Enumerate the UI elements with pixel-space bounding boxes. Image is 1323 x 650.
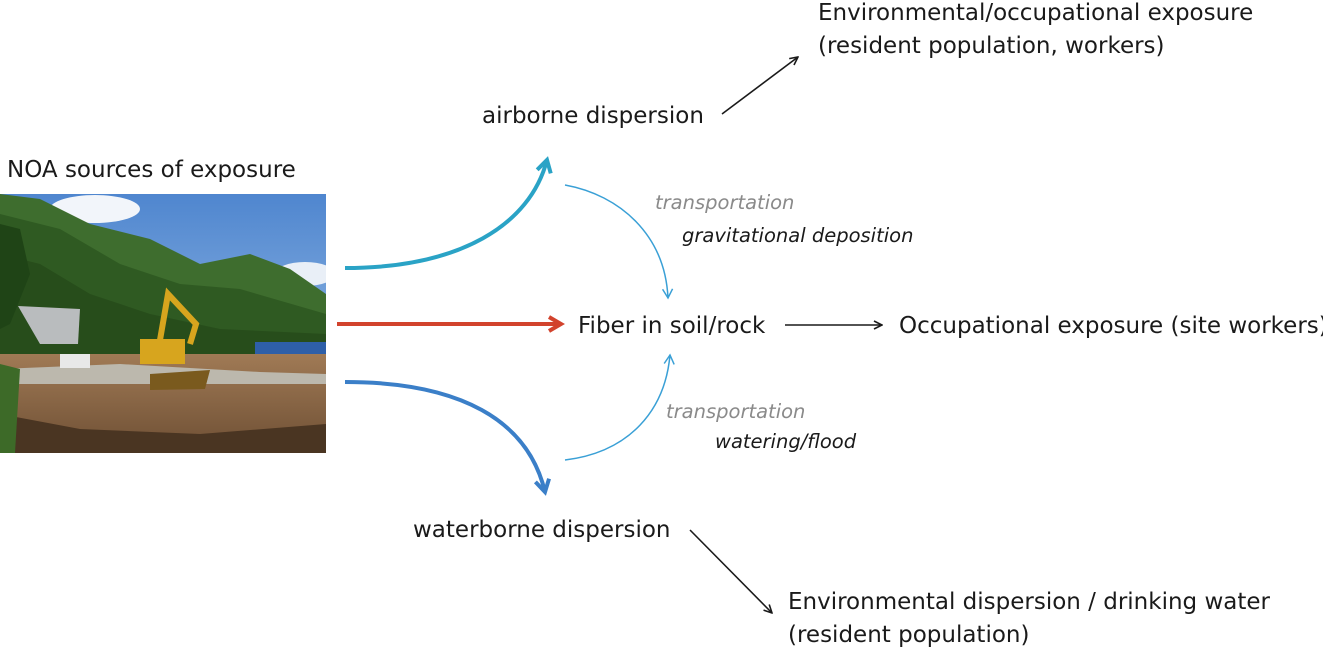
airborne-arrow [344,156,553,270]
gravitational-arrow [564,184,674,300]
source-title: NOA sources of exposure [7,157,296,183]
waterborne-arrow [344,380,551,496]
fiber-label: Fiber in soil/rock [578,313,766,339]
gravitational-label: gravitational deposition [682,224,914,247]
occupational-label: Occupational exposure (site workers) [899,313,1323,339]
env-dispersion-line2: (resident population) [788,622,1030,648]
env-dispersion-line1: Environmental dispersion / drinking wate… [788,589,1270,615]
env-occupational-line2: (resident population, workers) [818,33,1165,59]
transport-bottom-label: transportation [666,400,806,423]
watering-arrow [564,353,675,461]
airborne-label: airborne dispersion [482,103,704,129]
env-occupational-line1: Environmental/occupational exposure [818,0,1254,26]
env-occupational-arrow [721,57,798,115]
waterborne-label: waterborne dispersion [413,517,671,543]
env-dispersion-arrow [689,529,772,613]
transport-top-label: transportation [655,191,795,214]
watering-label: watering/flood [715,430,857,453]
construction-site-photo [0,194,326,453]
